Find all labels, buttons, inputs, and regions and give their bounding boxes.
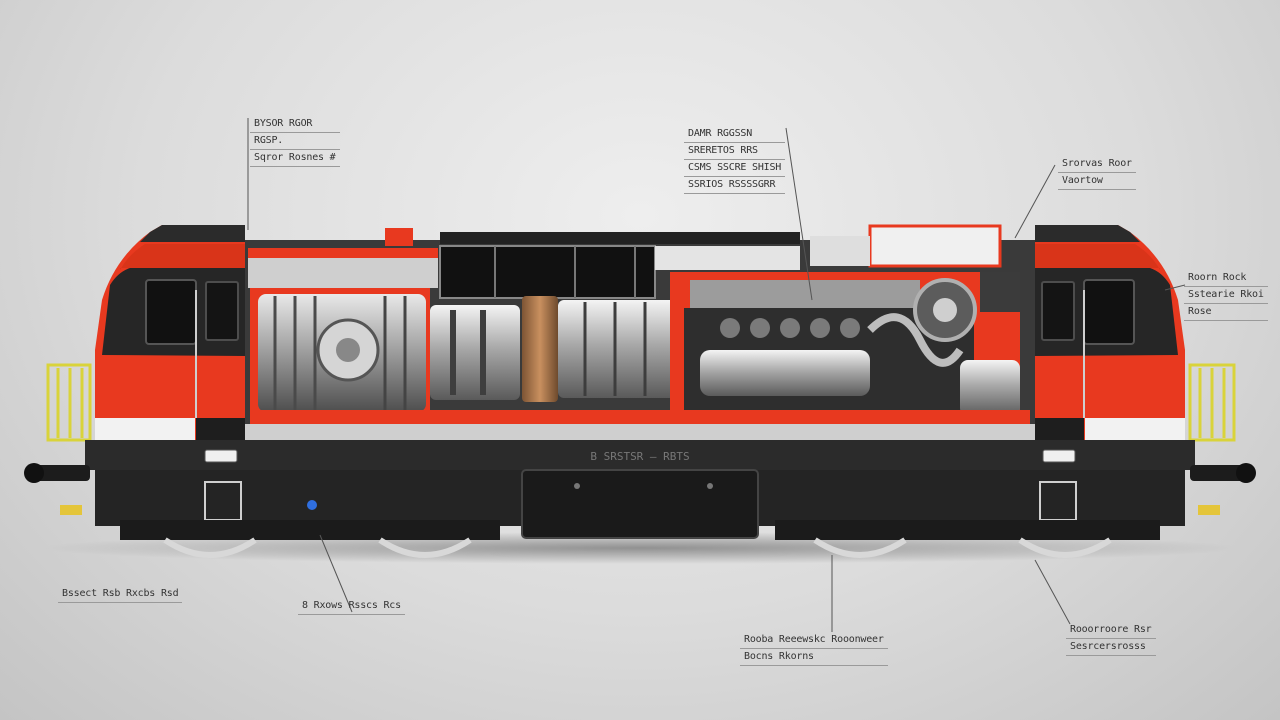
right-cab-window <box>1083 279 1135 345</box>
wheel-4 <box>1018 537 1112 558</box>
callout-bottom-left: Bssect Rsb Rxcbs Rsd <box>58 586 183 603</box>
callout-mid-right: Roorn Rock Sstearie Rkoi Rose <box>1184 270 1268 321</box>
callout-line: SRERETOS RRS <box>684 143 786 160</box>
callout-line: DAMR RGGSSN <box>684 126 786 143</box>
fuel-tank <box>521 469 759 539</box>
wheel-1 <box>163 537 257 558</box>
wheel-3 <box>813 537 907 558</box>
callout-line: Sesrcersrosss <box>1066 639 1156 656</box>
callout-top-center: DAMR RGGSSN SRERETOS RRS CSMS SSCRE SHIS… <box>684 126 786 194</box>
rear-bogie <box>775 520 1160 558</box>
left-cab <box>95 225 245 440</box>
callout-line: Bssect Rsb Rxcbs Rsd <box>58 586 183 603</box>
engine-compartment-cutaway <box>245 224 1035 440</box>
front-bogie <box>120 520 500 558</box>
right-cab <box>1035 225 1185 440</box>
callout-bottom-center: Rooba Reeewskc Rooonweer Bocns Rkorns <box>740 632 888 666</box>
callout-top-left: BYSOR RGOR RGSP. Sqror Rosnes # <box>250 116 340 167</box>
callout-line: CSMS SSCRE SHISH <box>684 160 786 177</box>
left-handrail <box>46 363 92 442</box>
callout-top-right: Srorvas Roor Vaortow <box>1058 156 1136 190</box>
callout-line: Vaortow <box>1058 173 1136 190</box>
main-bearing <box>522 296 558 402</box>
left-coupler <box>24 463 90 515</box>
frame-text: B SRSTSR — RBTS <box>590 450 689 463</box>
callout-line: Rose <box>1184 304 1268 321</box>
underframe <box>85 440 1195 539</box>
radiator-panel <box>439 245 656 299</box>
callout-line: Rooba Reeewskc Rooonweer <box>740 632 888 649</box>
right-cab-door-window <box>1041 281 1075 341</box>
callout-line: BYSOR RGOR <box>250 116 340 133</box>
right-handrail <box>1188 363 1236 442</box>
left-cab-window <box>145 279 197 345</box>
callout-line: Rooorroore Rsr <box>1066 622 1156 639</box>
callout-line: SSRIOS RSSSSGRR <box>684 177 786 194</box>
callout-bottom-right: Rooorroore Rsr Sesrcersrosss <box>1066 622 1156 656</box>
callout-line: Sqror Rosnes # <box>250 150 340 167</box>
right-coupler <box>1190 463 1256 515</box>
callout-line: 8 Rxows Rsscs Rcs <box>298 598 405 615</box>
callout-line: Roorn Rock <box>1184 270 1268 287</box>
callout-line: RGSP. <box>250 133 340 150</box>
callout-line: Srorvas Roor <box>1058 156 1136 173</box>
leader-lines <box>247 118 1186 632</box>
callout-bottom-mid-left: 8 Rxows Rsscs Rcs <box>298 598 405 615</box>
callout-line: Bocns Rkorns <box>740 649 888 666</box>
left-cab-door-window <box>205 281 239 341</box>
wheel-2 <box>378 537 472 558</box>
callout-line: Sstearie Rkoi <box>1184 287 1268 304</box>
